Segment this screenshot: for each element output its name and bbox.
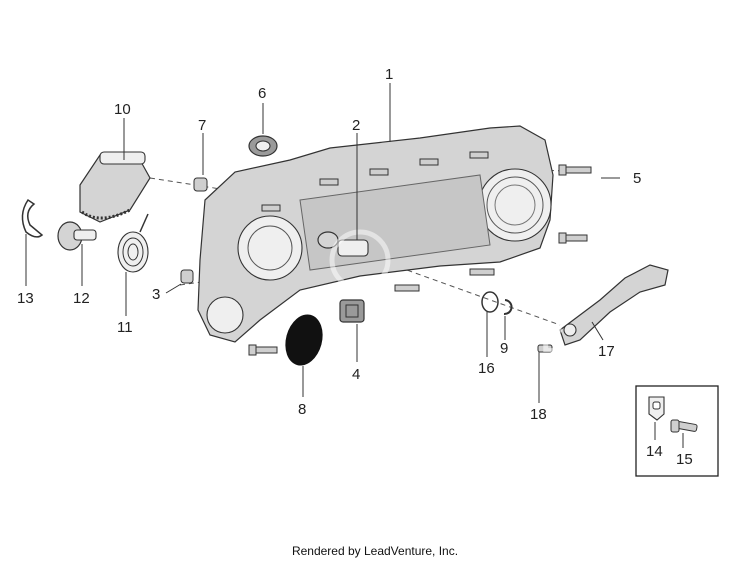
shaft-bushing	[317, 231, 369, 257]
callout-7: 7	[198, 117, 206, 134]
bracket-part	[648, 396, 665, 421]
callout-17: 17	[598, 343, 615, 360]
leader-lines	[25, 83, 684, 448]
dowel-pin-upper	[193, 177, 208, 192]
callout-13: 13	[17, 290, 34, 307]
callout-16: 16	[478, 360, 495, 377]
leadventure-watermark: ENVENTURE	[329, 229, 566, 360]
callout-3: 3	[152, 286, 160, 303]
clip-part	[339, 299, 365, 323]
callout-9: 9	[500, 340, 508, 357]
starter-pinion	[57, 221, 97, 251]
kick-starter-lever	[559, 264, 669, 346]
circlip	[503, 299, 513, 315]
oil-seal	[248, 135, 278, 157]
callout-2: 2	[352, 117, 360, 134]
callout-6: 6	[258, 85, 266, 102]
callout-15: 15	[676, 451, 693, 468]
render-credit: Rendered by LeadVenture, Inc.	[291, 544, 459, 558]
callout-8: 8	[298, 401, 306, 418]
watermark-text: ENVENTURE	[338, 322, 566, 360]
callout-12: 12	[73, 290, 90, 307]
spring-clip	[21, 198, 44, 238]
kick-starter-gear	[79, 151, 151, 223]
lever-bolt	[537, 344, 553, 353]
callout-11: 11	[117, 319, 133, 336]
callout-labels: 1 2 3 4 5 6 7 8 9 10 11 12 13 14 15 16 1…	[17, 66, 693, 468]
callout-14: 14	[646, 443, 663, 460]
return-spring	[117, 213, 149, 273]
washer	[481, 291, 499, 313]
callout-18: 18	[530, 406, 547, 423]
dowel-pin-lower	[180, 269, 194, 284]
callout-4: 4	[352, 366, 360, 383]
callout-10: 10	[114, 101, 131, 118]
cover-bolts	[248, 151, 592, 356]
callout-5: 5	[633, 170, 641, 187]
inset-box	[635, 385, 719, 477]
callout-1: 1	[385, 66, 393, 83]
screw-part	[670, 419, 698, 433]
rubber-gasket	[285, 314, 323, 366]
